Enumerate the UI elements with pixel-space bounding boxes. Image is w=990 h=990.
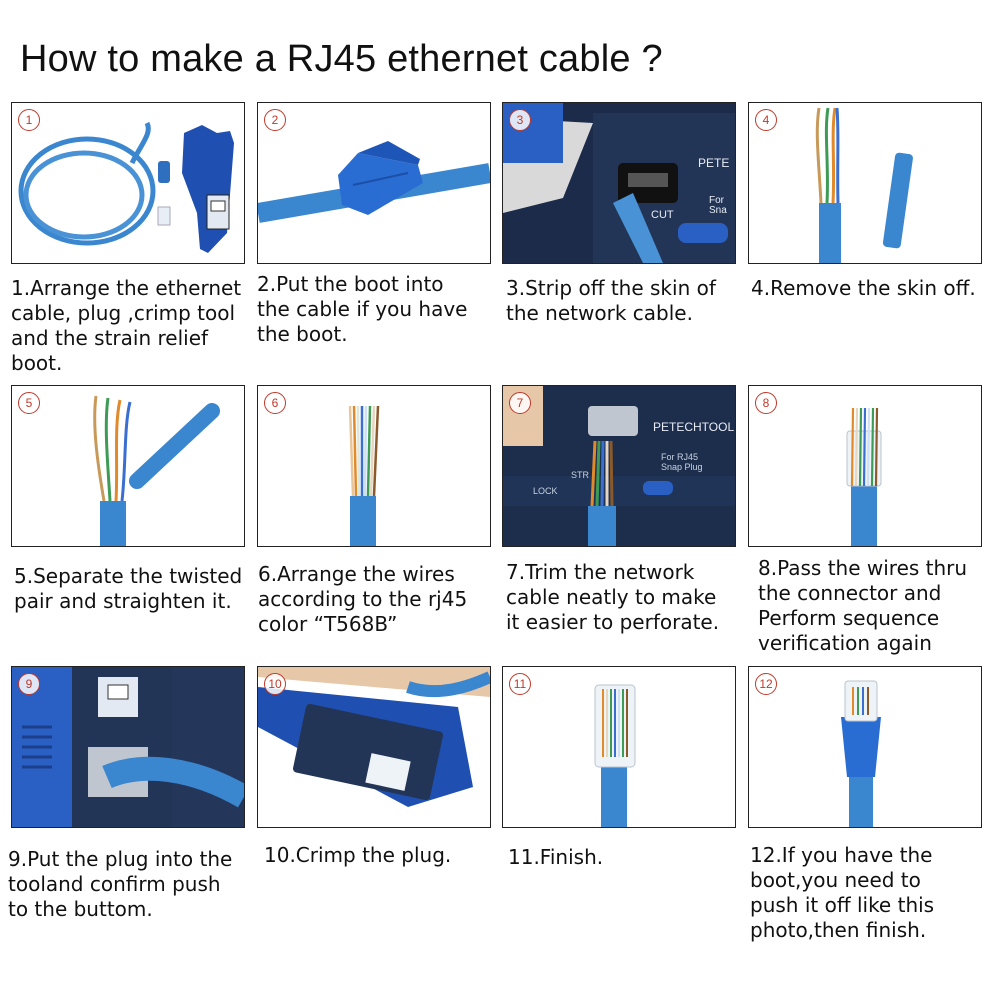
- plug-into-tool-illustration: [12, 667, 244, 827]
- step-number-badge: 9: [18, 673, 40, 695]
- tool-brand-label: PETECHTOOL: [653, 420, 734, 434]
- page-title: How to make a RJ45 ethernet cable ?: [20, 38, 663, 80]
- tool-lock-label: LOCK: [533, 486, 558, 496]
- boot-on-cable-illustration: [258, 141, 490, 223]
- step-12-image: 12: [748, 666, 982, 828]
- step-6-caption: 6.Arrange the wires according to the rj4…: [258, 562, 468, 636]
- step-2-image: 2: [257, 102, 491, 264]
- step-9-caption: 9.Put the plug into the tooland confirm …: [8, 847, 233, 921]
- step-number-badge: 4: [755, 109, 777, 131]
- step-12-caption: 12.If you have the boot,you need to push…: [750, 843, 935, 942]
- strip-cable-illustration: PETE CUT For Sna: [503, 103, 735, 263]
- step-number-badge: 12: [755, 673, 777, 695]
- step-1-caption: 1.Arrange the ethernet cable, plug ,crim…: [11, 276, 242, 375]
- crimp-plug-illustration: [258, 667, 490, 827]
- separate-pairs-illustration: [93, 395, 220, 546]
- step-number-badge: 2: [264, 109, 286, 131]
- step-number-badge: 8: [755, 392, 777, 414]
- tool-snap-plug-label: Snap Plug: [661, 462, 703, 472]
- step-6-image: 6: [257, 385, 491, 547]
- tool-for-label: For: [709, 195, 725, 206]
- step-7-caption: 7.Trim the network cable neatly to make …: [506, 560, 720, 634]
- tool-cut-label: CUT: [651, 209, 674, 221]
- step-3-image: PETE CUT For Sna 3: [502, 102, 736, 264]
- step-5-caption: 5.Separate the twisted pair and straight…: [14, 564, 243, 613]
- step-7-image: PETECHTOOL For RJ45 Snap Plug STR LOCK 7: [502, 385, 736, 547]
- step-9-image: 9: [11, 666, 245, 828]
- arrange-wires-illustration: [348, 405, 380, 546]
- insert-connector-illustration: [846, 407, 882, 546]
- step-number-badge: 10: [264, 673, 286, 695]
- step-1-image: 1: [11, 102, 245, 264]
- step-11-caption: 11.Finish.: [508, 845, 604, 869]
- tool-snap-label: Sna: [709, 205, 727, 216]
- step-8-caption: 8.Pass the wires thru the connector and …: [758, 556, 968, 655]
- finished-plug-illustration: [594, 684, 636, 827]
- step-number-badge: 11: [509, 673, 531, 695]
- step-4-caption: 4.Remove the skin off.: [751, 276, 976, 300]
- step-number-badge: 6: [264, 392, 286, 414]
- step-5-image: 5: [11, 385, 245, 547]
- step-number-badge: 1: [18, 109, 40, 131]
- step-number-badge: 3: [509, 109, 531, 131]
- step-10-image: 10: [257, 666, 491, 828]
- tool-brand-label: PETE: [698, 156, 729, 170]
- step-8-image: 8: [748, 385, 982, 547]
- tool-for-rj45-label: For RJ45: [661, 452, 698, 462]
- step-3-caption: 3.Strip off the skin of the network cabl…: [506, 276, 716, 325]
- tool-str-label: STR: [571, 470, 590, 480]
- step-number-badge: 7: [509, 392, 531, 414]
- step-4-image: 4: [748, 102, 982, 264]
- step-11-image: 11: [502, 666, 736, 828]
- boot-pushed-illustration: [841, 680, 881, 827]
- remove-skin-illustration: [815, 107, 913, 263]
- step-2-caption: 2.Put the boot into the cable if you hav…: [257, 272, 468, 346]
- step-10-caption: 10.Crimp the plug.: [264, 843, 452, 867]
- trim-wires-illustration: PETECHTOOL For RJ45 Snap Plug STR LOCK: [503, 386, 735, 546]
- tools-layout-illustration: [18, 121, 234, 253]
- step-number-badge: 5: [18, 392, 40, 414]
